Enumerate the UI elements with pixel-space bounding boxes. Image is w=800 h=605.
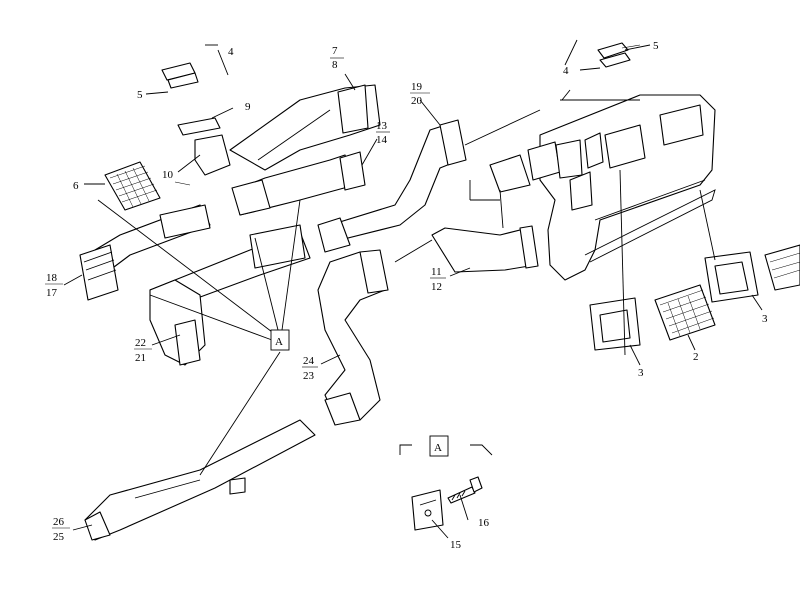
label-18: 18 bbox=[46, 272, 58, 284]
label-5-left: 5 bbox=[137, 89, 143, 101]
leader-lines bbox=[63, 39, 763, 539]
duct-19-20 bbox=[317, 119, 467, 253]
vent-5-9-10 bbox=[161, 62, 231, 186]
label-20: 20 bbox=[411, 95, 423, 107]
bezel-3-left bbox=[589, 297, 641, 351]
label-7: 7 bbox=[332, 45, 338, 57]
duct-left bbox=[94, 204, 211, 271]
fraction-bars bbox=[45, 57, 446, 529]
label-24: 24 bbox=[303, 355, 315, 367]
duct-13-14 bbox=[231, 151, 366, 216]
duct-26-25 bbox=[84, 419, 316, 541]
label-16: 16 bbox=[478, 517, 490, 529]
label-box-a1 bbox=[270, 329, 290, 351]
label-10: 10 bbox=[162, 169, 174, 181]
label-4-right: 4 bbox=[563, 65, 569, 77]
label-23: 23 bbox=[303, 370, 315, 382]
label-22: 22 bbox=[135, 337, 146, 349]
label-3-left: 3 bbox=[638, 367, 644, 379]
label-3-right: 3 bbox=[762, 313, 768, 325]
vent-5-right bbox=[597, 42, 641, 68]
duct-7-8 bbox=[229, 84, 381, 171]
label-11: 11 bbox=[431, 266, 442, 278]
label-13: 13 bbox=[376, 120, 388, 132]
label-a-detail: A bbox=[434, 442, 442, 454]
label-a-main: A bbox=[275, 336, 283, 348]
vent-6 bbox=[104, 161, 161, 211]
outlet-connectors bbox=[489, 139, 583, 193]
label-17: 17 bbox=[46, 287, 58, 299]
duct-24-23 bbox=[317, 249, 389, 426]
dashboard-panel bbox=[539, 94, 716, 281]
bezel-3-right bbox=[704, 251, 759, 303]
label-14: 14 bbox=[376, 134, 388, 146]
vent-18-17 bbox=[79, 244, 119, 301]
label-21: 21 bbox=[135, 352, 146, 364]
label-box-a2 bbox=[429, 435, 449, 457]
label-4-left: 4 bbox=[228, 46, 234, 58]
clip-detail bbox=[411, 476, 483, 531]
vent-2 bbox=[654, 284, 716, 341]
duct-11-12 bbox=[431, 225, 539, 273]
vent-right-edge bbox=[764, 244, 800, 291]
label-19: 19 bbox=[411, 81, 423, 93]
label-15: 15 bbox=[450, 539, 462, 551]
label-26: 26 bbox=[53, 516, 65, 528]
label-8: 8 bbox=[332, 59, 338, 71]
duct-22-21 bbox=[149, 279, 206, 366]
label-9: 9 bbox=[245, 101, 251, 113]
label-5-right: 5 bbox=[653, 40, 659, 52]
label-6: 6 bbox=[73, 180, 79, 192]
label-25: 25 bbox=[53, 531, 65, 543]
label-2: 2 bbox=[693, 351, 699, 363]
label-12: 12 bbox=[431, 281, 442, 293]
